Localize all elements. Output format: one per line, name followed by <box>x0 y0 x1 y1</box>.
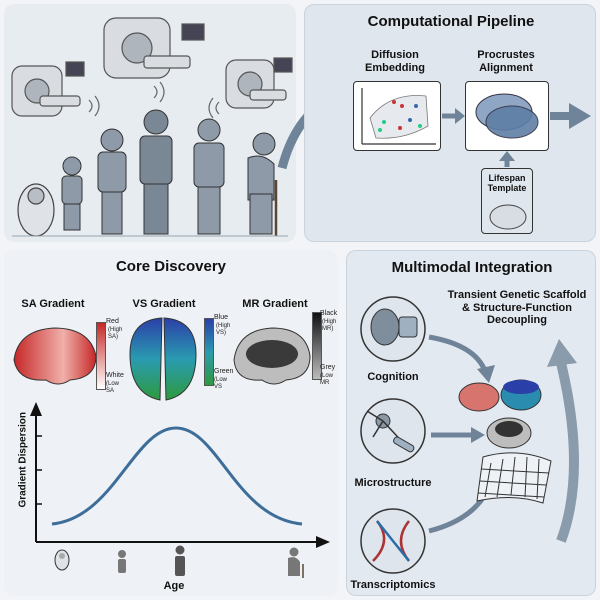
lifespan-cohort-panel <box>4 4 296 242</box>
person-figure-icon <box>139 109 173 235</box>
dna-icon <box>360 508 426 574</box>
sa-high-label: Red <box>106 318 119 325</box>
person-figure-icon <box>97 128 127 235</box>
vs-gradient-title: VS Gradient <box>132 298 196 310</box>
sa-low-label: White <box>106 372 124 379</box>
pipeline-title: Computational Pipeline <box>367 13 535 30</box>
elderly-figure-icon <box>247 132 278 236</box>
sa-low-sublabel: (Low SA <box>106 381 120 394</box>
vs-brain-mini-icon <box>500 379 542 411</box>
integration-illustration <box>360 296 579 574</box>
aligned-mesh-icon <box>476 452 552 504</box>
microstructure-icon <box>360 398 426 464</box>
vs-high-label: Blue <box>214 314 229 321</box>
embedding-scatter-icon <box>361 88 436 145</box>
sa-colorbar <box>96 322 106 390</box>
pipeline-arrows <box>442 103 591 167</box>
mr-low-sublabel: (Low MR <box>320 373 334 386</box>
vs-high-sublabel: (High VS) <box>216 323 231 336</box>
child-age-icon <box>118 550 126 573</box>
cognition-icon <box>360 296 426 362</box>
person-figure-icon <box>61 156 83 231</box>
person-figure-icon <box>193 118 225 235</box>
vs-colorbar <box>204 318 214 386</box>
cohort-illustration <box>11 17 293 237</box>
diffusion-embedding-box <box>353 81 441 151</box>
procrustes-alignment-box <box>465 81 549 151</box>
multimodal-panel: Multimodal Integration Transient Genetic… <box>346 250 596 596</box>
mr-low-label: Grey <box>320 364 336 371</box>
mr-gradient-brain-icon <box>233 327 311 385</box>
x-axis-label: Age <box>163 580 185 592</box>
dispersion-curve-plot <box>30 402 330 578</box>
adult-age-icon <box>175 545 185 576</box>
mri-scanner-icon <box>225 57 293 109</box>
transcriptomics-label: Transcriptomics <box>350 579 436 591</box>
template-brain-icon <box>489 204 527 230</box>
signal-waves-icon <box>88 81 220 119</box>
lifespan-template-label: Lifespan Template <box>487 173 527 194</box>
sa-brain-mini-icon <box>458 382 500 412</box>
discovery-title: Core Discovery <box>115 258 227 275</box>
mr-colorbar <box>312 312 322 380</box>
infant-age-icon <box>54 549 70 571</box>
vs-low-label: Green <box>214 368 234 375</box>
sa-high-sublabel: (High SA) <box>108 327 123 340</box>
microstructure-label: Microstructure <box>354 477 432 489</box>
y-axis-label: Gradient Dispersion <box>17 411 29 508</box>
aligned-brains-icon <box>475 93 539 139</box>
core-discovery-panel: Core Discovery SA Gradient Red (High SA)… <box>4 250 338 596</box>
mr-brain-mini-icon <box>486 417 532 449</box>
integration-title: Multimodal Integration <box>391 259 553 276</box>
mr-gradient-title: MR Gradient <box>242 298 308 310</box>
result-label: Transient Genetic Scaffold & Structure-F… <box>447 289 587 327</box>
vs-gradient-brain-icon <box>129 317 197 401</box>
mr-high-label: Black <box>320 310 338 317</box>
dispersion-curve <box>51 426 303 526</box>
vs-low-sublabel: (Low VS <box>214 377 228 390</box>
infant-figure-icon <box>17 183 55 237</box>
cognition-label: Cognition <box>367 371 419 383</box>
lifespan-template-box <box>481 168 533 234</box>
elderly-age-icon <box>288 547 304 578</box>
pipeline-panel: Computational Pipeline Diffusion Embeddi… <box>304 4 596 242</box>
procrustes-alignment-label: Procrustes Alignment <box>477 49 535 74</box>
sa-gradient-brain-icon <box>13 327 97 385</box>
mri-scanner-icon <box>103 17 205 79</box>
mri-scanner-icon <box>11 61 85 117</box>
mr-high-sublabel: (High MR) <box>322 319 337 332</box>
sa-gradient-title: SA Gradient <box>21 298 85 310</box>
diffusion-embedding-label: Diffusion Embedding <box>365 49 425 74</box>
